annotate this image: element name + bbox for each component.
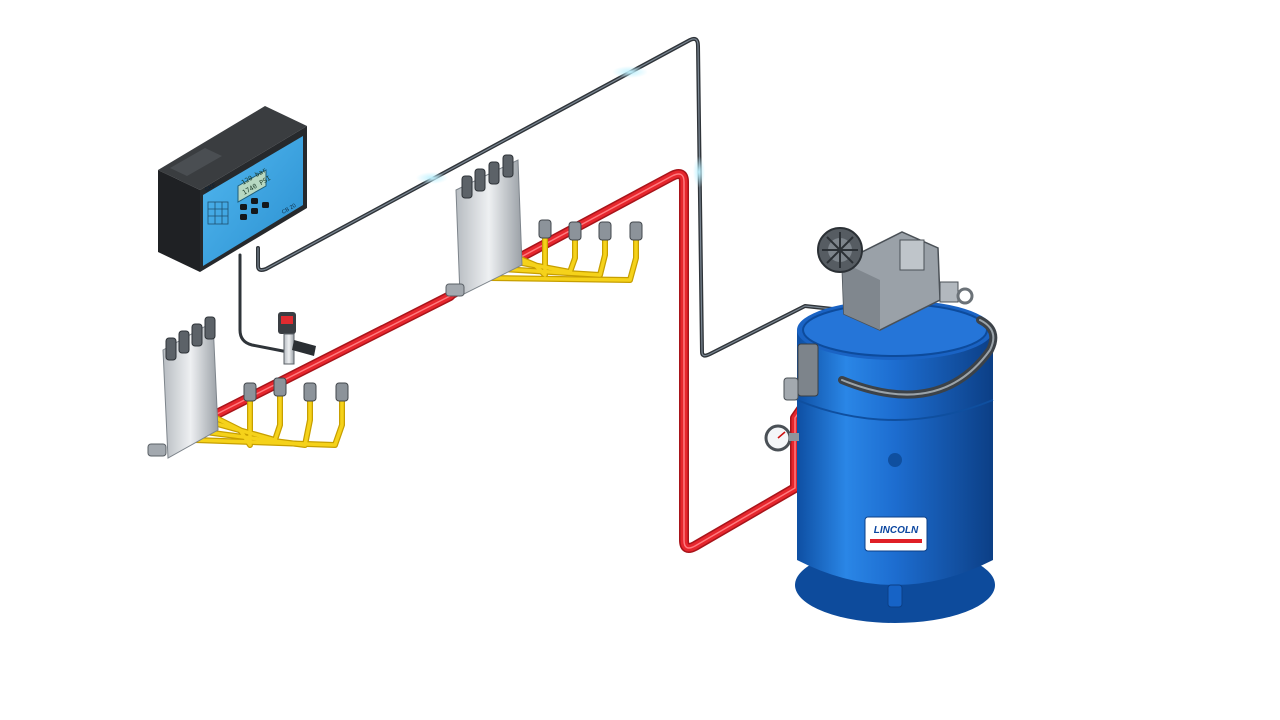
pressure-gauge-icon: [764, 424, 799, 452]
outlet-fittings-left: [243, 377, 349, 402]
lincoln-brand-text: LINCOLN: [874, 525, 919, 536]
main-line-red: [200, 169, 811, 553]
controller-indicator-leds: [207, 201, 229, 225]
controller-keypad: [240, 198, 269, 220]
controller-key[interactable]: [262, 202, 269, 208]
pressure-switch-icon: [278, 312, 316, 365]
controller-key[interactable]: [251, 198, 258, 204]
controller-display: [237, 169, 267, 203]
drain-plug: [887, 584, 903, 608]
controller-unit: 120 bar 1740 PSI SKF CB 20: [158, 106, 307, 272]
outlet-fittings-middle: [538, 219, 643, 241]
distributor-block-left: [147, 316, 349, 459]
distributor-pistons-middle: [461, 154, 514, 199]
distributor-pistons-left: [165, 316, 216, 361]
controller-key[interactable]: [240, 204, 247, 210]
lincoln-logo: LINCOLN: [864, 516, 928, 552]
controller-brand-label: SKF: [204, 182, 218, 193]
pump-motor-icon: [817, 227, 974, 331]
signal-cable: [238, 36, 844, 358]
controller-key[interactable]: [240, 214, 247, 220]
distributor-block-middle: [445, 154, 643, 297]
reservoir-pump-unit: LINCOLN: [764, 227, 998, 623]
controller-key[interactable]: [251, 208, 258, 214]
